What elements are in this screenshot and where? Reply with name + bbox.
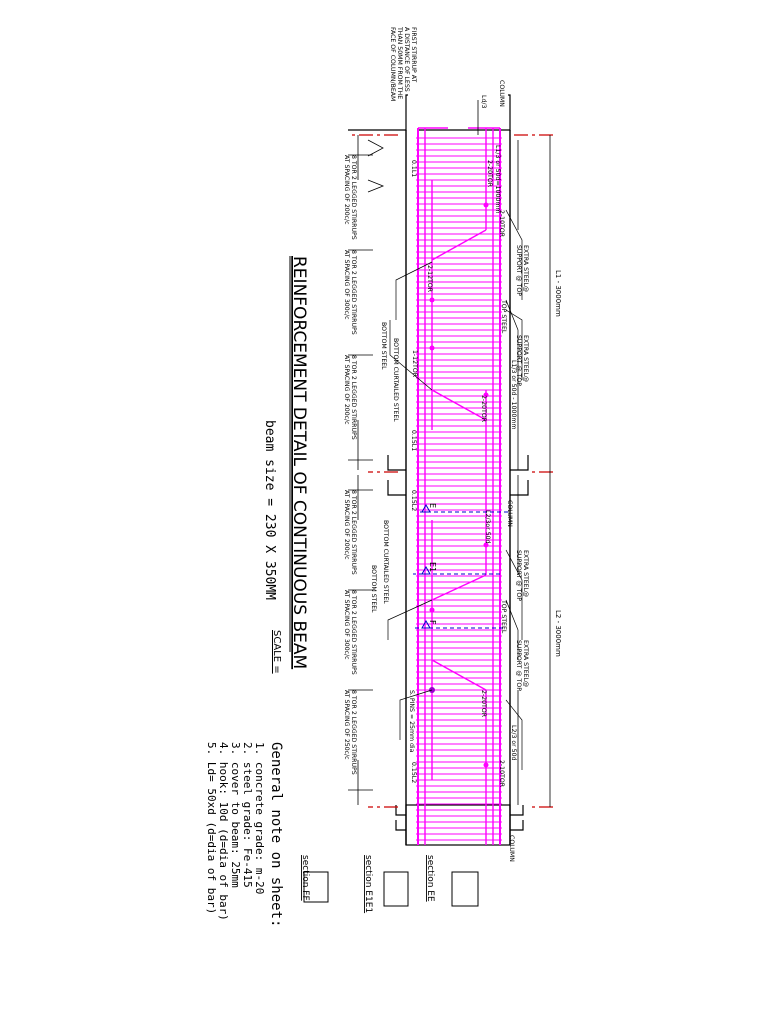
dim-015l2b-label: 0.15L2 <box>410 762 417 783</box>
beam-size: beam size = 230 X 350MM <box>262 420 277 600</box>
section-ff-label: section FF <box>300 855 310 901</box>
bar-12tor-single: 1-12TOR <box>411 350 418 378</box>
dim-015l1-label: 0.15L1 <box>410 430 417 451</box>
column-label-mid: COLUMN <box>506 500 513 527</box>
l2-curtail-left: L2/3or 50d <box>484 510 491 544</box>
centerlines <box>348 134 553 808</box>
section-e1-tag: E1 <box>428 562 437 572</box>
leaders <box>387 209 523 770</box>
section-e-tag: E <box>428 503 437 508</box>
stirrup-zone-2b: AT SPACING OF 300c/c <box>343 250 350 320</box>
section-f-tag: F <box>428 620 437 625</box>
first-stirrup-note-3: THAN 50MM FROM THE <box>396 26 403 99</box>
column-label-right: COLUMN <box>508 835 515 862</box>
span-l1-label: L1 - 3000mm <box>554 270 562 317</box>
l1-curtail-right: L1/3 or 50d - 1000mm <box>510 360 517 429</box>
first-stirrup-note-4: FACE OF COLUMN/BEAM <box>389 27 396 101</box>
dimension-lines <box>357 100 551 807</box>
bar-20tor-3: 2-20TOR <box>480 690 487 718</box>
section-ee-label: section EE <box>425 855 435 902</box>
drawing-title: REINFORCEMENT DETAIL OF CONTINUOUS BEAM <box>289 256 309 669</box>
extra-steel-1b: SUPPORT @ TOP <box>515 245 523 296</box>
section-ee-box <box>451 871 479 907</box>
section-ff-box <box>303 871 329 903</box>
extra-steel-4b: SUPPORT @ TOP <box>515 640 523 691</box>
top-steel-label-2: TOP STEEL <box>500 599 507 634</box>
column-right-outline <box>395 805 524 831</box>
stirrups <box>416 137 502 841</box>
stirrup-zone-6b: AT SPACING OF 250c/c <box>343 690 350 760</box>
column-middle-outline <box>387 455 529 496</box>
first-stirrup-note-1: FIRST STIRRUP AT <box>410 27 417 82</box>
section-e1e1-box <box>383 871 409 907</box>
l2-curtail-right: L2/3 or 50d <box>510 725 517 761</box>
scale-label: SCALE = <box>271 630 282 674</box>
note-4: 4. hook: 10d (d=dia of bar) <box>217 742 230 921</box>
stirrup-zone-4b: AT SPACING OF 200c/c <box>343 490 350 560</box>
bar-10tor-2: 2-10TOR <box>498 760 505 788</box>
beam-outline <box>405 130 511 845</box>
column-right-base <box>405 804 511 846</box>
bent-bar-right <box>431 574 487 691</box>
section-e1-marker <box>421 565 431 575</box>
extra-steel-1a: EXTRA STEEL@ <box>522 245 530 292</box>
extra-steel-3a: EXTRA STEEL@ <box>522 550 530 597</box>
bottom-steel-label-2: BOTTOM STEEL <box>370 565 377 613</box>
note-3: 3. cover to beam: 25mm <box>229 742 242 888</box>
stirrup-zone-6a: 8 TOR 2 LEGGED STIRRUPS <box>350 690 357 775</box>
stirrup-zone-2a: 8 TOR 2 LEGGED STIRRUPS <box>350 250 357 335</box>
spacer-pins: S. PINS = 25mm dia <box>408 690 415 753</box>
bar-10tor-1: 2-10TOR <box>498 210 505 238</box>
stirrup-zone-1a: 8 TOR 2 LEGGED STIRRUPS <box>350 155 357 240</box>
bar-20tor-2: 2-20TOR <box>480 395 487 423</box>
section-f-marker <box>421 619 431 629</box>
extra-steel-3b: SUPPORT @ TOP <box>515 550 523 601</box>
dim-01l1-label: 0.1L1 <box>410 160 417 177</box>
bottom-curtailed-label-1: BOTTOM CURTAILED STEEL <box>392 338 399 422</box>
stirrup-zone-3b: AT SPACING OF 200c/c <box>343 355 350 425</box>
extra-steel-2a: EXTRA STEEL@ <box>522 335 530 382</box>
notes-title: General note on sheet: <box>268 742 284 927</box>
dim-015l2-label: 0.15L2 <box>410 490 417 511</box>
stirrup-zone-3a: 8 TOR 2 LEGGED STIRRUPS <box>350 355 357 440</box>
top-steel-label-1: TOP STEEL <box>500 299 507 334</box>
bar-20tor-1: 2-20TOR <box>486 160 493 188</box>
bar-12tor: 2-12TOR <box>426 265 433 293</box>
stirrup-zone-4a: 8 TOR 2 LEGGED STIRRUPS <box>350 490 357 575</box>
column-left-outline <box>348 94 511 131</box>
bent-bar-left <box>431 229 487 421</box>
note-1: 1. concrete grade: m-20 <box>253 742 266 894</box>
longitudinal-bars <box>417 127 501 845</box>
stirrup-zone-5a: 8 TOR 2 LEGGED STIRRUPS <box>350 590 357 675</box>
note-2: 2. steel grade: Fe-415 <box>241 742 254 888</box>
section-markers <box>421 503 431 629</box>
first-stirrup-note-2: A DISTANCE OF LESS <box>403 27 410 92</box>
zone-brackets <box>348 139 385 791</box>
section-e-marker <box>421 503 431 513</box>
bar-dots <box>429 202 489 768</box>
l1-curtail-left: L1/3 or 50d=1000mm <box>494 145 501 213</box>
note-5: 5. Ld= 50xd (d=dia of bar) <box>205 742 218 914</box>
column-label-left: COLUMN <box>498 80 505 107</box>
ld3-label: Ld/3 <box>480 95 487 108</box>
stirrup-zone-5b: AT SPACING OF 300c/c <box>343 590 350 660</box>
section-e1e1-label: section E1E1 <box>363 855 373 913</box>
stirrup-zone-1b: AT SPACING OF 200c/c <box>343 155 350 225</box>
bottom-steel-label-1: BOTTOM STEEL <box>380 322 387 370</box>
extra-steel-2b: SUPPORT @ TOP <box>515 335 523 386</box>
extra-steel-4a: EXTRA STEEL@ <box>522 640 530 687</box>
bottom-curtailed-label-2: BOTTOM CURTAILED STEEL <box>382 520 389 604</box>
span-l2-label: L2 - 3000mm <box>554 610 562 657</box>
